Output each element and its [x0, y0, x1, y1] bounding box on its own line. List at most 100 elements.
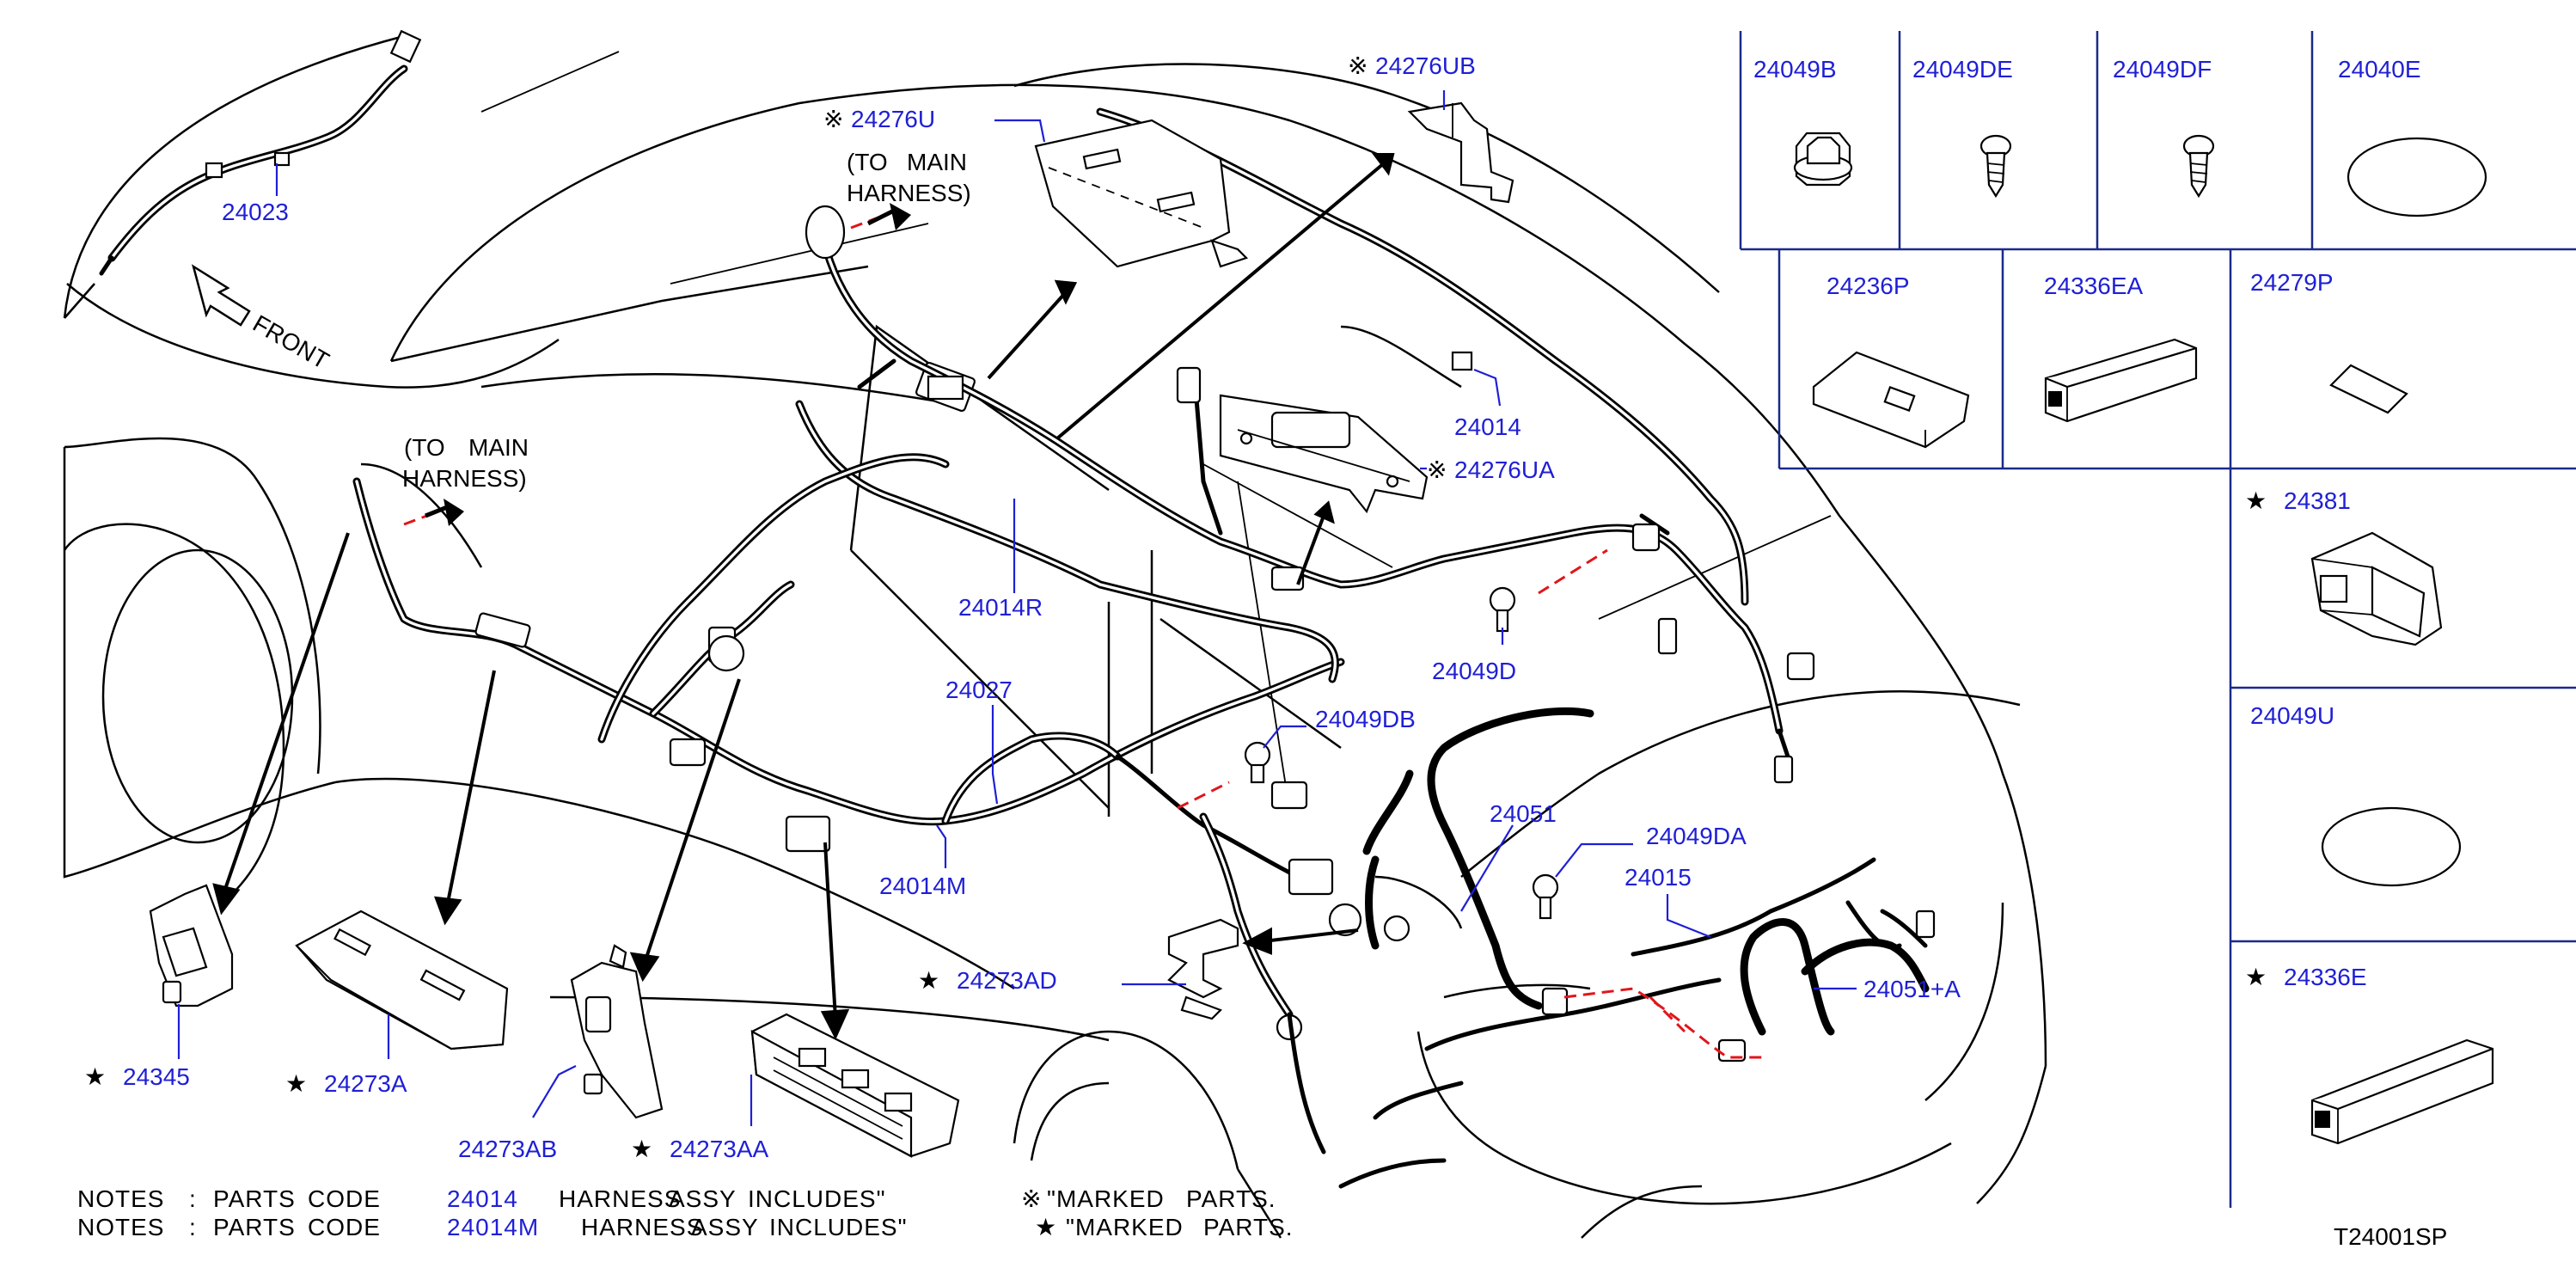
part-24049DF-screw — [2182, 134, 2215, 199]
parts-table-labels: 24049B 24049DE 24049DF 24040E 24236P 243… — [1753, 56, 2421, 990]
part-24336EA-connector — [2044, 338, 2198, 423]
star-mark-24273A: ★ — [285, 1070, 307, 1097]
svg-text:CODE: CODE — [308, 1214, 381, 1240]
svg-text:PARTS: PARTS — [213, 1214, 296, 1240]
part-24345-bracket — [149, 884, 234, 1007]
parts-table-grid — [1739, 31, 2576, 1208]
svg-text:HARNESS: HARNESS — [581, 1214, 703, 1240]
part-24276UA-bracket — [1219, 394, 1429, 514]
svg-text:PARTS.: PARTS. — [1203, 1214, 1294, 1240]
callout-24015: 24015 — [1625, 864, 1692, 891]
star-mark-24273AA: ★ — [631, 1136, 652, 1162]
callout-24049DA: 24049DA — [1646, 823, 1747, 849]
callout-24051: 24051 — [1490, 800, 1557, 827]
part-24049DE-screw — [1979, 134, 2012, 199]
star-mark-24381: ★ — [2245, 487, 2267, 514]
svg-text:"MARKED: "MARKED — [1047, 1185, 1165, 1212]
svg-text:HARNESS): HARNESS) — [402, 465, 527, 492]
callout-24014M: 24014M — [879, 873, 966, 899]
table-24336EA: 24336EA — [2044, 273, 2144, 299]
svg-text:※: ※ — [1021, 1185, 1042, 1212]
part-24040E-grommet — [2347, 137, 2487, 217]
callout-24051A: 24051+A — [1863, 976, 1961, 1002]
connector-dash-lines — [403, 213, 1762, 1059]
callout-24276UB: 24276UB — [1375, 52, 1476, 79]
callout-leaders — [177, 90, 1857, 1126]
table-24336E: 24336E — [2284, 964, 2367, 990]
svg-text:MAIN: MAIN — [468, 434, 529, 461]
part-24276UB-bracket — [1407, 101, 1514, 204]
svg-text::: : — [189, 1185, 197, 1212]
back-door-harness — [1287, 707, 1936, 1189]
callout-labels: ※ 24276U ※ 24276UB 24014 ※ 24276UA 24014… — [84, 52, 1961, 1162]
part-24236P-clip — [1812, 351, 1970, 449]
svg-text:INCLUDES": INCLUDES" — [769, 1214, 908, 1240]
svg-text:NOTES: NOTES — [77, 1185, 164, 1212]
callout-24273A: 24273A — [324, 1070, 407, 1097]
callout-24014R: 24014R — [958, 594, 1043, 621]
part-24049U-grommet — [2321, 806, 2462, 887]
exploded-view-arrows — [212, 153, 1395, 1040]
body-harness-24014M — [352, 361, 1362, 1041]
callout-24273AD: 24273AD — [957, 967, 1057, 994]
kome-mark-24276U: ※ — [823, 106, 843, 132]
callout-24273AB: 24273AB — [458, 1136, 557, 1162]
svg-text:24014M: 24014M — [447, 1214, 539, 1240]
part-24049DB-screw — [1244, 741, 1271, 784]
svg-text::: : — [189, 1214, 197, 1240]
callout-24273AA: 24273AA — [670, 1136, 769, 1162]
table-24381: 24381 — [2284, 487, 2351, 514]
svg-text:ASSY: ASSY — [669, 1185, 737, 1212]
callout-24027: 24027 — [945, 677, 1013, 703]
part-24049D-screw — [1489, 586, 1516, 633]
table-24049DF: 24049DF — [2113, 56, 2212, 83]
callout-24023: 24023 — [222, 199, 289, 225]
to-main-harness-label-lower: (TO MAIN HARNESS) — [402, 434, 529, 492]
callout-24345: 24345 — [123, 1063, 190, 1090]
callout-24049D: 24049D — [1432, 658, 1516, 684]
part-24336E-connector — [2310, 1038, 2494, 1145]
part-24279P-tape — [2329, 364, 2408, 414]
svg-text:★: ★ — [1035, 1214, 1057, 1240]
notes-line-1: NOTES : PARTS CODE 24014 HARNESS ASSY IN… — [77, 1185, 1276, 1212]
svg-text:HARNESS: HARNESS — [559, 1185, 681, 1212]
star-mark-24273AD: ★ — [918, 967, 939, 994]
diagram-code: T24001SP — [2334, 1223, 2447, 1250]
table-24279P: 24279P — [2250, 269, 2334, 296]
part-24276U-module — [1034, 119, 1249, 268]
notes-line-2: NOTES : PARTS CODE 24014M HARNESS ASSY I… — [77, 1214, 1294, 1240]
part-24273A-module — [295, 909, 509, 1050]
kome-mark-24276UA: ※ — [1427, 456, 1447, 483]
svg-text:PARTS: PARTS — [213, 1185, 296, 1212]
svg-text:"MARKED: "MARKED — [1066, 1214, 1184, 1240]
hood-harness-24023: 24023 — [99, 29, 422, 276]
part-24381-block — [2310, 531, 2443, 646]
part-24273AD-bracket — [1167, 918, 1239, 1020]
svg-text:CODE: CODE — [308, 1185, 381, 1212]
svg-text:(TO: (TO — [404, 434, 445, 461]
svg-text:MAIN: MAIN — [907, 149, 967, 175]
part-24273AB-bracket — [570, 944, 664, 1119]
callout-24276U: 24276U — [851, 106, 935, 132]
table-24049B: 24049B — [1753, 56, 1837, 83]
svg-text:INCLUDES": INCLUDES" — [748, 1185, 886, 1212]
part-24049DA-screw — [1532, 873, 1559, 920]
table-24236P: 24236P — [1826, 273, 1910, 299]
part-24273AA-module — [750, 1013, 960, 1158]
to-main-harness-label-upper: (TO MAIN HARNESS) — [847, 149, 971, 206]
svg-text:ASSY: ASSY — [691, 1214, 759, 1240]
svg-text:NOTES: NOTES — [77, 1214, 164, 1240]
table-24049DE: 24049DE — [1912, 56, 2013, 83]
star-mark-24336E: ★ — [2245, 964, 2267, 990]
table-24049U: 24049U — [2250, 702, 2334, 729]
star-mark-24345: ★ — [84, 1063, 106, 1090]
table-24040E: 24040E — [2338, 56, 2421, 83]
callout-24014: 24014 — [1454, 413, 1521, 440]
roof-harness-24014 — [805, 107, 1815, 784]
kome-mark-24276UB: ※ — [1348, 52, 1368, 79]
svg-text:HARNESS): HARNESS) — [847, 180, 971, 206]
svg-text:PARTS.: PARTS. — [1186, 1185, 1276, 1212]
front-label: FRONT — [248, 309, 333, 374]
to-main-harness-arrows — [425, 203, 911, 526]
